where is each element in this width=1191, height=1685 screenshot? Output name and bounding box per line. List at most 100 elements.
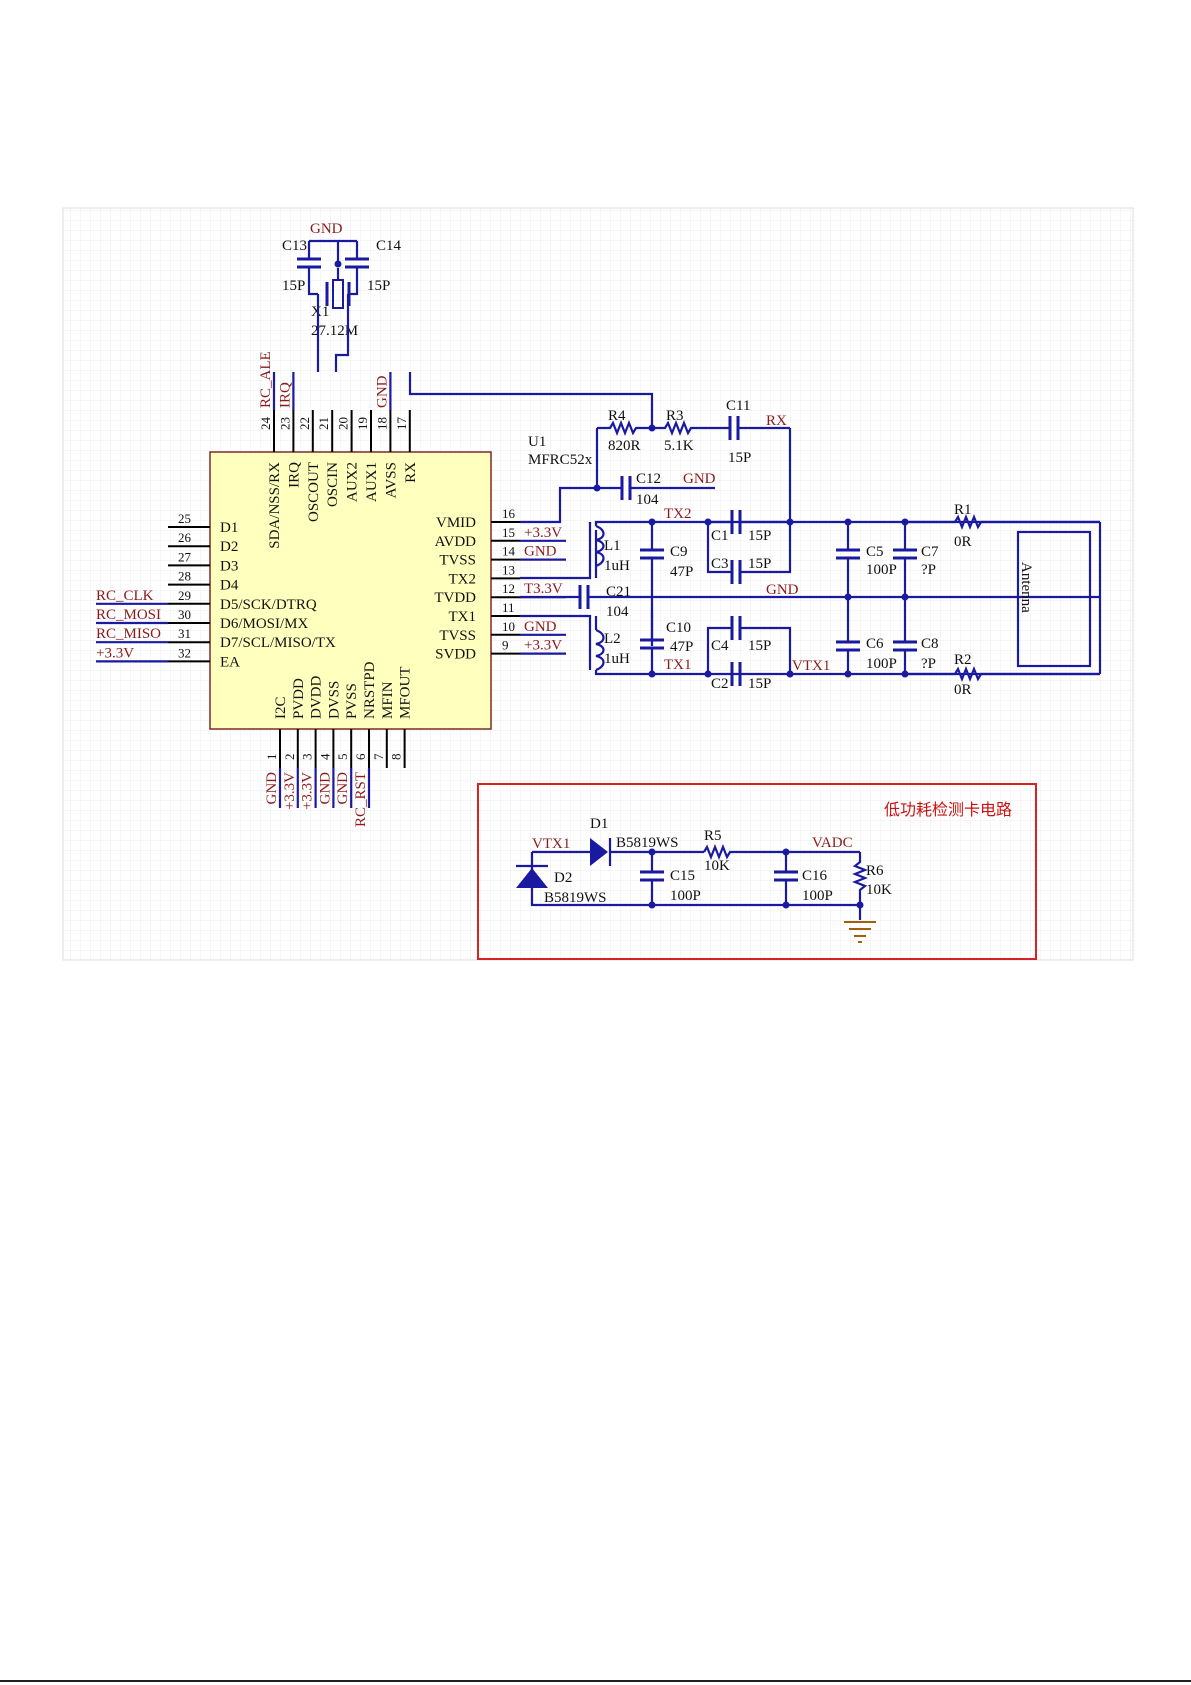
tx1-net-label: TX1 — [664, 657, 692, 673]
c11-ref: C11 — [726, 398, 750, 414]
c12-ref: C12 — [636, 471, 661, 487]
c8-ref: C8 — [921, 636, 939, 652]
pin-name: MFIN — [380, 681, 396, 719]
c3-value: 15P — [748, 556, 771, 572]
pin-number: 24 — [258, 417, 273, 431]
c4-value: 15P — [748, 638, 771, 654]
c10-value: 47P — [670, 639, 693, 655]
pin-name: D1 — [220, 520, 238, 536]
c13-value: 15P — [282, 278, 305, 294]
detect-vtx1-label: VTX1 — [532, 836, 570, 852]
net-label: +3.3V — [524, 525, 562, 541]
pin-name: IRQ — [286, 462, 302, 488]
crystal-gnd-label: GND — [310, 221, 343, 237]
ground-symbol — [844, 921, 876, 943]
pin-name: TX2 — [449, 571, 477, 587]
pin-number: 14 — [502, 544, 516, 559]
c15-ref: C15 — [670, 868, 695, 884]
rx-net-label: RX — [766, 413, 787, 429]
c16-value: 100P — [802, 888, 833, 904]
pin-number: 11 — [502, 600, 515, 615]
x1-ref: X1 — [311, 304, 329, 320]
c15-value: 100P — [670, 888, 701, 904]
r1-value: 0R — [954, 534, 972, 550]
pin-number: 8 — [389, 754, 404, 761]
pin-number: 3 — [300, 754, 315, 761]
pin-name: NRSTPD — [362, 661, 378, 719]
r6-ref: R6 — [866, 863, 884, 879]
chip-ref: U1 — [528, 434, 546, 450]
d1-value: B5819WS — [616, 835, 679, 851]
chip-body — [209, 451, 492, 730]
pin-number: 7 — [371, 753, 386, 760]
net-label: GND — [317, 772, 333, 805]
c9-value: 47P — [670, 564, 693, 580]
net-label: IRQ — [277, 382, 293, 408]
pin-name: DVSS — [326, 681, 342, 719]
r6-value: 10K — [866, 882, 892, 898]
c1-value: 15P — [748, 528, 771, 544]
c16-ref: C16 — [802, 868, 828, 884]
l2-ref: L2 — [604, 631, 621, 647]
pin-number: 25 — [178, 511, 191, 526]
pin-name: AVDD — [435, 534, 477, 550]
pin-name: D4 — [220, 578, 239, 594]
r5-ref: R5 — [704, 828, 722, 844]
net-label: RC_CLK — [96, 588, 154, 604]
net-label: GND — [374, 375, 390, 408]
pin-name: MFOUT — [398, 666, 414, 719]
net-label: RC_MOSI — [96, 607, 161, 623]
rx-network: R4 820R R3 5.1K C11 15P RX C12 104 GND — [520, 398, 792, 574]
net-label: RC_RST — [353, 772, 369, 827]
r3-value: 5.1K — [664, 438, 694, 454]
gnd-mid-label: GND — [766, 582, 799, 598]
r4-ref: R4 — [608, 408, 626, 424]
pin-number: 28 — [178, 569, 191, 584]
pin-name: AUX2 — [345, 462, 361, 502]
c1-ref: C1 — [711, 528, 729, 544]
r2-value: 0R — [954, 682, 972, 698]
detect-box — [477, 783, 1037, 960]
net-label: +3.3V — [282, 772, 298, 810]
tx2-net-label: TX2 — [664, 506, 692, 522]
pin-number: 27 — [178, 549, 192, 564]
pin-number: 5 — [335, 754, 350, 761]
pin-number: 30 — [178, 607, 191, 622]
c8-value: ?P — [921, 656, 936, 672]
c21-value: 104 — [606, 604, 629, 620]
pin-name: TX1 — [449, 609, 477, 625]
pin-name: RX — [403, 462, 419, 483]
pin-name: OSCOUT — [306, 462, 322, 522]
pin-number: 21 — [316, 417, 331, 430]
l1-ref: L1 — [604, 538, 621, 554]
pin-number: 1 — [264, 754, 279, 761]
vtx1-net-label: VTX1 — [792, 658, 830, 674]
net-label: GND — [264, 772, 280, 805]
d1-ref: D1 — [590, 816, 608, 832]
pin-number: 16 — [502, 506, 516, 521]
pin-number: 4 — [317, 753, 332, 760]
c12-value: 104 — [636, 492, 659, 508]
c14-value: 15P — [367, 278, 390, 294]
pin-name: DVDD — [309, 676, 325, 719]
c7-value: ?P — [921, 562, 936, 578]
r3-ref: R3 — [666, 408, 684, 424]
pin-number: 6 — [353, 753, 368, 760]
c12-gnd-label: GND — [683, 471, 716, 487]
pin-number: 23 — [277, 417, 292, 430]
c5-ref: C5 — [866, 544, 884, 560]
chip-part: MFRC52x — [528, 452, 593, 468]
c9-ref: C9 — [670, 544, 688, 560]
antenna-label: Antenna — [1018, 562, 1034, 613]
pin-name: I2C — [273, 697, 289, 720]
r2-ref: R2 — [954, 652, 972, 668]
c6-value: 100P — [866, 656, 897, 672]
pin-name: OSCIN — [325, 462, 341, 507]
c11-value: 15P — [728, 450, 751, 466]
c6-ref: C6 — [866, 636, 884, 652]
pin-number: 2 — [282, 754, 297, 761]
c4-ref: C4 — [711, 638, 729, 654]
pin-name: PVSS — [344, 683, 360, 719]
pin-name: D2 — [220, 539, 238, 555]
c10-ref: C10 — [666, 620, 691, 636]
